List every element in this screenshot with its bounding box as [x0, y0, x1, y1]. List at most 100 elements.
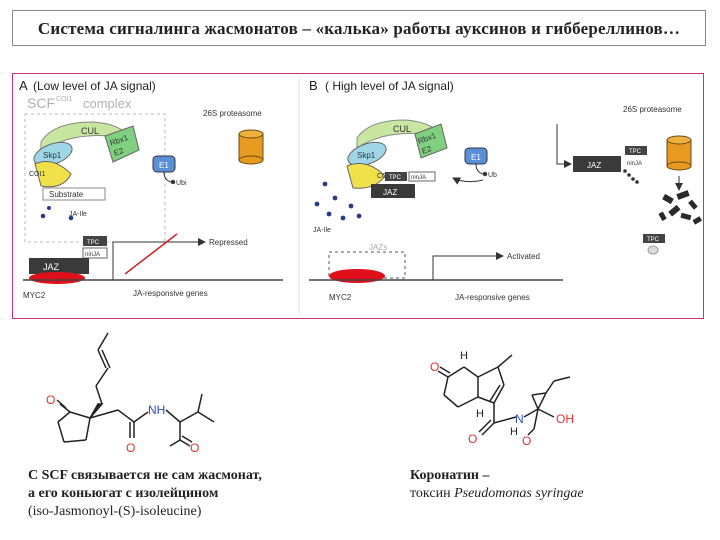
e2-label: E2 [113, 146, 126, 158]
atom-o-3: O [190, 441, 199, 455]
skp-label: Skp1 [43, 151, 62, 160]
panel-a-heading: (Low level of JA signal) [33, 79, 156, 93]
ja-ile-dots-b [314, 181, 362, 221]
coi-shape-b [346, 163, 386, 189]
myc-shape-b [329, 269, 385, 283]
caption-left-line2: а его коньюгат с изолейцином [28, 486, 219, 501]
caption-left-line1: С SCF связывается не сам жасмонат, [28, 468, 262, 483]
panel-a-letter: A [19, 78, 28, 93]
caption-left: С SCF связывается не сам жасмонат, а его… [28, 467, 358, 521]
atom-n: N [515, 412, 524, 426]
caption-right-italic: Pseudomonas syringae [454, 486, 584, 501]
genes-label-b: JA-responsive genes [455, 293, 530, 302]
atom-nh: NH [148, 403, 165, 417]
substrate-label: Substrate [49, 190, 84, 199]
repressed-label: Repressed [209, 238, 248, 247]
e2-label-b: E2 [421, 144, 434, 156]
jaz-box-b2 [573, 156, 621, 172]
scf-sup: COI1 [56, 96, 72, 103]
jaz-label-b1: JAZ [383, 188, 397, 197]
atom-h-1: H [460, 350, 468, 362]
myc-label-a: MYC2 [23, 291, 46, 300]
tpc-label-a: TPC [87, 240, 100, 246]
myc-shape-a [29, 272, 85, 284]
atom-o-2: O [126, 441, 135, 455]
ub-dot-b [482, 171, 488, 177]
cul-label-b: CUL [393, 124, 411, 134]
jaz-box-b1 [371, 184, 415, 198]
proteasome-a [238, 129, 264, 165]
panel-b: B ( High level of JA signal) 26S proteas… [309, 78, 702, 302]
ub-arrow-b [452, 177, 484, 185]
coi-label: COI1 [29, 171, 45, 178]
proteasome-label-b: 26S proteasome [623, 105, 682, 114]
skp-shape-b [347, 141, 387, 167]
tpc-label-b2: TPC [629, 149, 642, 155]
tpc-box-b3 [643, 234, 665, 243]
ninja-box-b1 [408, 171, 436, 182]
ub-label-b: Ub [488, 172, 497, 179]
atom-o-c3: O [522, 434, 531, 448]
activated-label: Activated [507, 252, 540, 261]
caption-right-line2: токсин Pseudomonas syringae [410, 485, 710, 503]
jaz-label-b2: JAZ [587, 161, 601, 170]
scf-label: SCF [27, 95, 55, 111]
coi-shape [34, 161, 72, 188]
cul-label: CUL [81, 126, 99, 136]
signaling-figure: A (Low level of JA signal) SCF COI1 comp… [12, 73, 704, 319]
ub-dot-a [170, 179, 176, 185]
jasmonoyl-isoleucine-structure: O O O NH [46, 332, 215, 455]
jaz-fragments [658, 190, 702, 225]
ninja-box-a [82, 247, 108, 259]
atom-h-3: H [510, 426, 518, 438]
myc-label-b: MYC2 [329, 293, 352, 302]
signaling-diagram: A (Low level of JA signal) SCF COI1 comp… [19, 78, 702, 314]
activated-arrow [432, 252, 504, 280]
ub-chain-b [623, 169, 639, 184]
coronatine-bonds [437, 354, 571, 436]
atom-h-2: H [476, 408, 484, 420]
skp-label-b: Skp1 [357, 151, 376, 160]
rbx-shape-b [414, 123, 448, 159]
rbx-shape [104, 125, 140, 163]
atom-oh: OH [556, 412, 574, 426]
ja-ile-label: JA-Ile [69, 211, 87, 218]
e1-link-a [163, 171, 172, 183]
atom-o-c2: O [468, 432, 477, 446]
ninja-label-b1: ninJA [411, 175, 426, 181]
coronatine-structure: O O O H H H N OH [430, 350, 574, 448]
tpc-box-b1 [385, 172, 407, 181]
tpc-box-a [83, 236, 107, 246]
caption-left-line3: (iso-Jasmonoyl-(S)-isoleucine) [28, 504, 202, 519]
caption-right: Коронатин – токсин Pseudomonas syringae [410, 467, 710, 503]
panel-a: A (Low level of JA signal) SCF COI1 comp… [19, 78, 283, 300]
tpc-label-b3: TPC [647, 237, 660, 243]
atom-o-c1: O [430, 360, 439, 374]
e1-label-b: E1 [471, 153, 481, 162]
jasmonoyl-bonds [56, 332, 215, 447]
tpc-box-b2 [625, 146, 647, 155]
caption-right-plain: токсин [410, 486, 455, 501]
e1-link-b [475, 163, 484, 175]
jaz-arrow-b [556, 124, 572, 168]
panel-b-heading: ( High level of JA signal) [325, 79, 454, 93]
jaz-label-a: JAZ [43, 262, 60, 272]
ninja-label-b2: ninJA [627, 161, 642, 167]
repressed-cross [124, 233, 178, 275]
repressed-arrow [112, 238, 206, 280]
slide-title: Система сигналинга жасмонатов – «калька»… [37, 19, 681, 38]
jaz-box-a [29, 258, 89, 274]
proteasome-label-a: 26S proteasome [203, 109, 262, 118]
ub-label-a: Ubi [176, 180, 187, 187]
proteasome-b [666, 135, 692, 171]
caption-right-line1: Коронатин – [410, 468, 490, 483]
complex-label: complex [83, 96, 132, 111]
genes-label-a: JA-responsive genes [133, 289, 208, 298]
panel-b-letter: B [309, 78, 318, 93]
atom-o-1: O [46, 393, 55, 407]
ninja-fragment [647, 245, 659, 255]
substrate-box [42, 187, 106, 201]
ninja-label-a: ninJA [85, 252, 100, 258]
title-box: Система сигналинга жасмонатов – «калька»… [12, 10, 706, 46]
ja-ile-label-b: JA-Ile [313, 227, 331, 234]
